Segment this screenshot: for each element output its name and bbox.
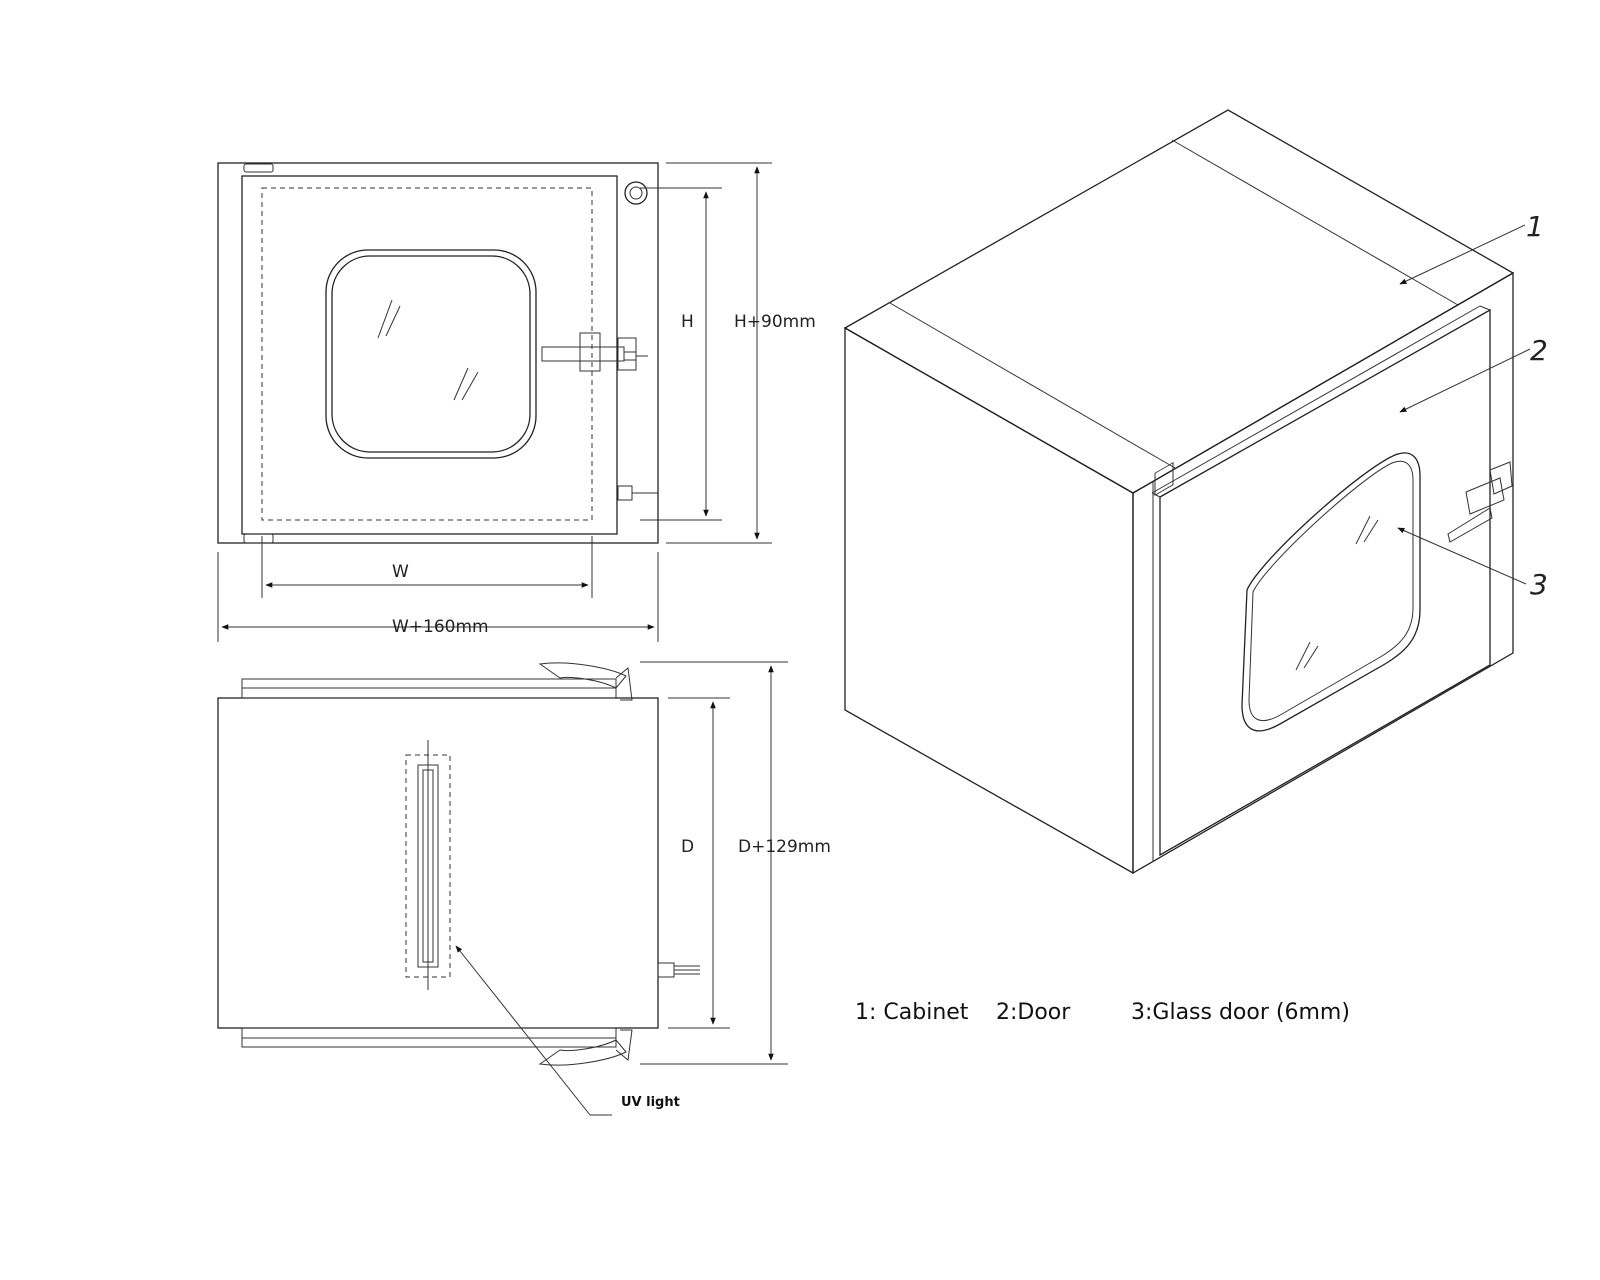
inner-height-label: H: [681, 312, 694, 332]
side-view: UV light D D+129mm: [217, 661, 831, 1116]
front-view: H H+90mm W W+160mm: [217, 162, 816, 642]
front-window-inner: [331, 255, 531, 453]
callout-2: 2: [1399, 334, 1548, 413]
iso-cabinet-left: [844, 326, 1134, 875]
iso-cabinet-right: [1132, 271, 1514, 875]
side-cable-connector: [657, 962, 700, 978]
front-height-dimension: H: [640, 187, 722, 521]
front-width-dimension: W: [261, 536, 593, 598]
outer-width-label: W+160mm: [392, 617, 489, 637]
front-cable-connector: [617, 485, 658, 501]
front-outer-width-dimension: W+160mm: [217, 552, 659, 642]
callout-3: 3: [1397, 527, 1548, 601]
front-door-panel: [241, 175, 618, 535]
front-inner-opening: [261, 187, 593, 521]
uv-light-leader: UV light: [455, 945, 680, 1116]
callout-1: 1: [1399, 210, 1544, 285]
uv-light-label: UV light: [621, 1095, 680, 1110]
legend: 1: Cabinet 2:Door 3:Glass door (6mm): [855, 1000, 1350, 1025]
inner-width-label: W: [392, 562, 409, 582]
front-indicator-light: [624, 181, 648, 205]
front-glass-hatch: [377, 299, 479, 401]
isometric-view: 1 2 3: [843, 109, 1548, 875]
callout-1-number: 1: [1526, 210, 1544, 243]
side-bottom-door: [241, 1027, 633, 1066]
front-hinge-bottom: [243, 533, 274, 544]
front-outer-frame: [217, 162, 659, 544]
iso-door-handle: [1447, 461, 1513, 543]
legend-glass-door: 3:Glass door (6mm): [1131, 1000, 1350, 1025]
side-depth-dimension: D: [668, 697, 730, 1029]
iso-glass-window: [1241, 452, 1421, 732]
outer-depth-label: D+129mm: [738, 837, 831, 857]
front-hinge-top: [243, 163, 274, 173]
front-outer-height-dimension: H+90mm: [666, 162, 816, 544]
callout-3-number: 3: [1530, 568, 1548, 601]
uv-light-fixture: [405, 740, 451, 990]
legend-cabinet: 1: Cabinet: [855, 1000, 969, 1025]
callout-2-number: 2: [1530, 334, 1548, 367]
iso-door-panel: [1159, 308, 1491, 857]
front-latch-handle: [541, 332, 648, 372]
front-window-outer: [325, 249, 537, 459]
side-top-door: [241, 662, 633, 701]
outer-height-label: H+90mm: [734, 312, 816, 332]
legend-door: 2:Door: [996, 1000, 1071, 1025]
side-outer-depth-dimension: D+129mm: [640, 661, 831, 1065]
inner-depth-label: D: [681, 837, 694, 857]
